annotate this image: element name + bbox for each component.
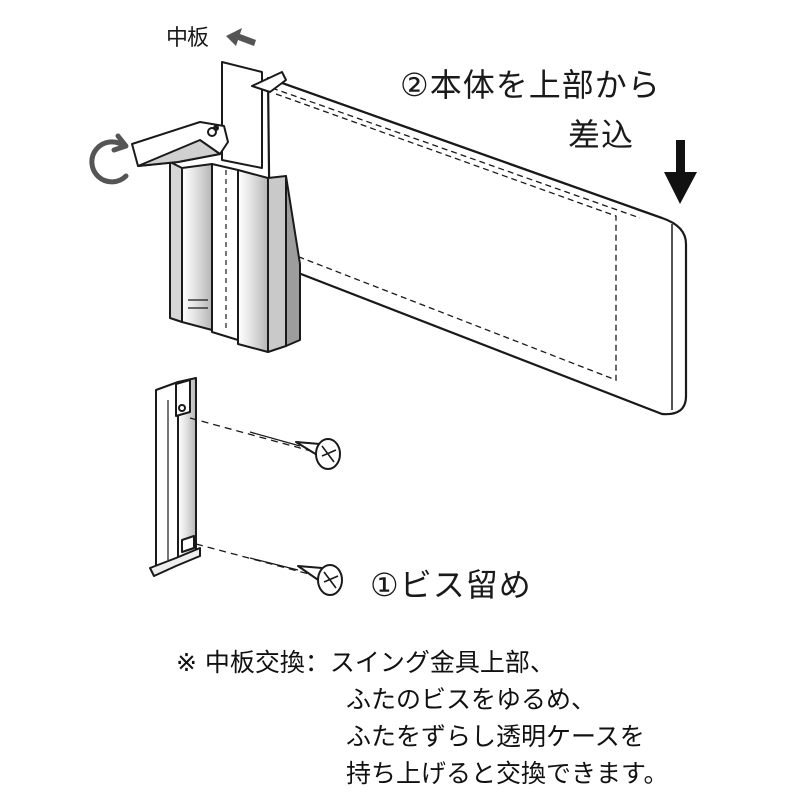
note-line: ふたのビスをゆるめ、	[346, 685, 597, 714]
note-head: ※ 中板交換：スイング金具上部、	[176, 648, 555, 677]
step1-instruction: ①ビス留め	[370, 566, 532, 604]
note-line: 持ち上げると交換できます。	[346, 759, 669, 788]
clip-lever	[131, 121, 229, 167]
step2-instruction: ②本体を上部から	[400, 66, 661, 104]
middle-plate	[221, 61, 287, 169]
swing-bracket	[169, 161, 301, 353]
middle-plate-label: 中板	[166, 26, 209, 51]
note-line: ふたをずらし透明ケースを	[346, 722, 645, 751]
arrow-down-icon	[664, 140, 697, 204]
arrow-left-icon	[226, 28, 256, 46]
lower-post	[149, 377, 201, 577]
screw-guide-solid	[249, 431, 301, 571]
screw-icon-2	[297, 564, 343, 596]
step2-instruction-cont: 差込	[568, 116, 635, 154]
inner-plate-outline	[271, 87, 641, 381]
rotate-icon	[89, 133, 129, 185]
screw-icon	[295, 438, 341, 470]
sign-body	[266, 76, 688, 416]
note-block: ※ 中板交換：スイング金具上部、 ふたのビスをゆるめ、 ふたをずらし透明ケースを…	[176, 644, 669, 792]
